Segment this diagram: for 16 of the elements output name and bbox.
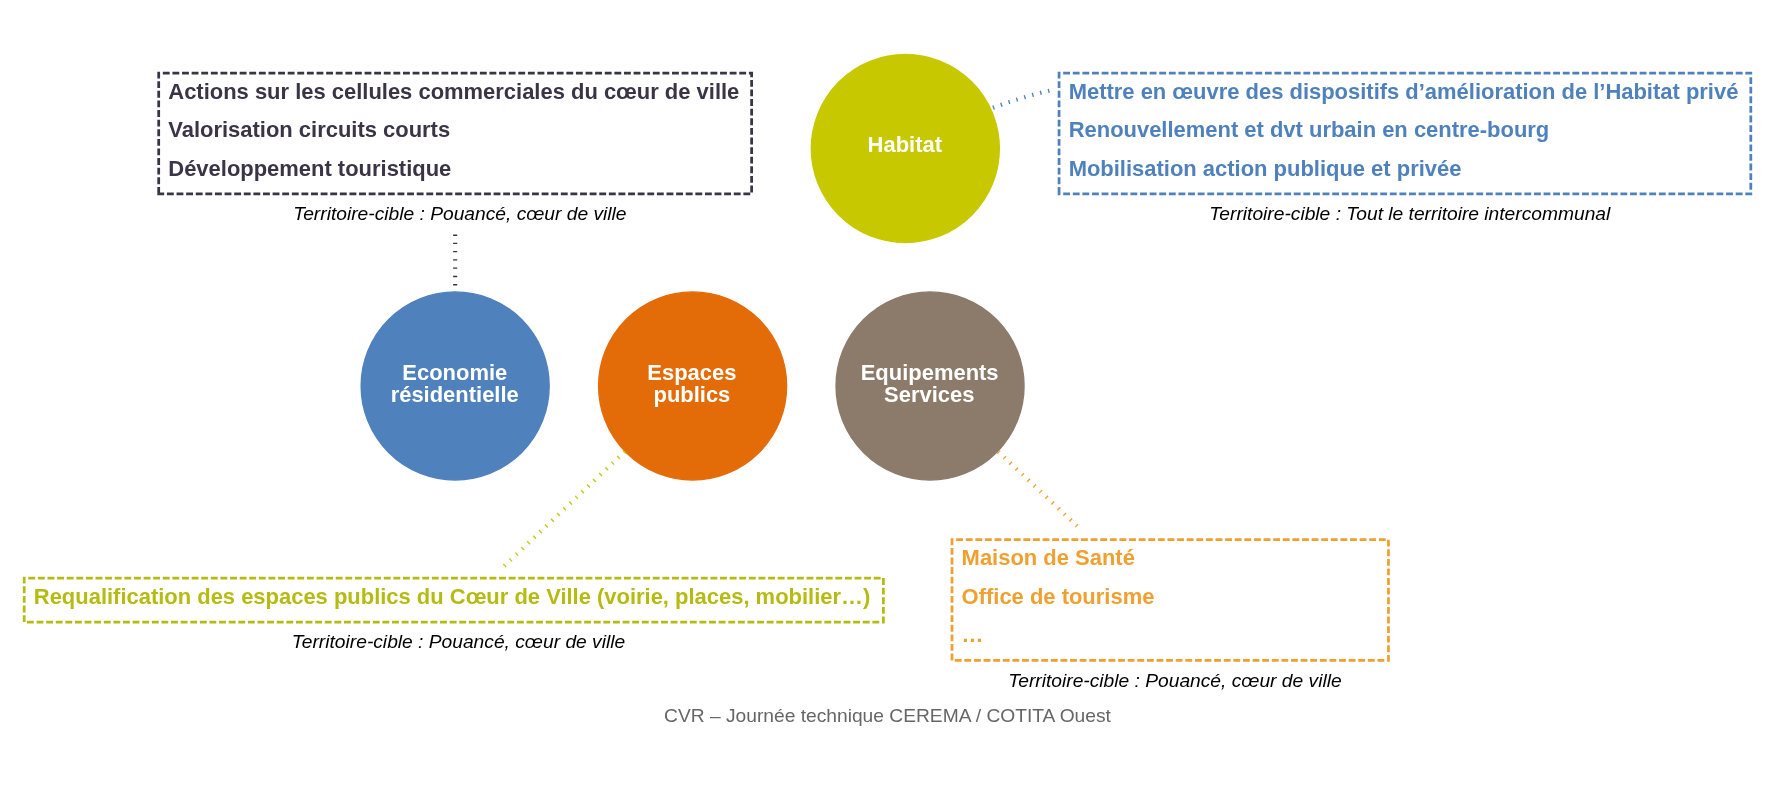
node-box: Actions sur les cellules commerciales du cœur de ville Valorisation circuits courts Développement touristique	[157, 71, 753, 195]
node-label: Territoire-cible : Tout le territoire intercommunal	[1209, 202, 1611, 224]
connector	[990, 88, 1050, 110]
node-circle: Economie résidentielle	[360, 290, 550, 481]
caption: CVR – Journée technique CEREMA / COTITA Ouest	[664, 704, 1111, 726]
node-circle: Habitat	[810, 53, 1001, 243]
node-label: Territoire-cible : Pouancé, cœur de ville	[1008, 669, 1342, 691]
node-box: Requalification des espaces publics du Cœur de Ville (voirie, places, mobilier…)	[22, 576, 885, 623]
node-label: Territoire-cible : Pouancé, cœur de ville	[291, 630, 626, 652]
node-box: Maison de Santé Office de tourisme …	[950, 537, 1390, 662]
node-label: Territoire-cible : Pouancé, cœur de ville	[293, 202, 627, 224]
node-circle: Espaces publics	[597, 290, 788, 481]
node-box: Mettre en œuvre des dispositifs d’amélioration de l’Habitat privé Renouvellement et dvt urbain en centre-bourg Mobilisation action publique et privée	[1057, 71, 1753, 195]
connector	[996, 449, 1082, 530]
node-circle: Equipements Services	[835, 290, 1025, 481]
connector	[501, 449, 627, 569]
